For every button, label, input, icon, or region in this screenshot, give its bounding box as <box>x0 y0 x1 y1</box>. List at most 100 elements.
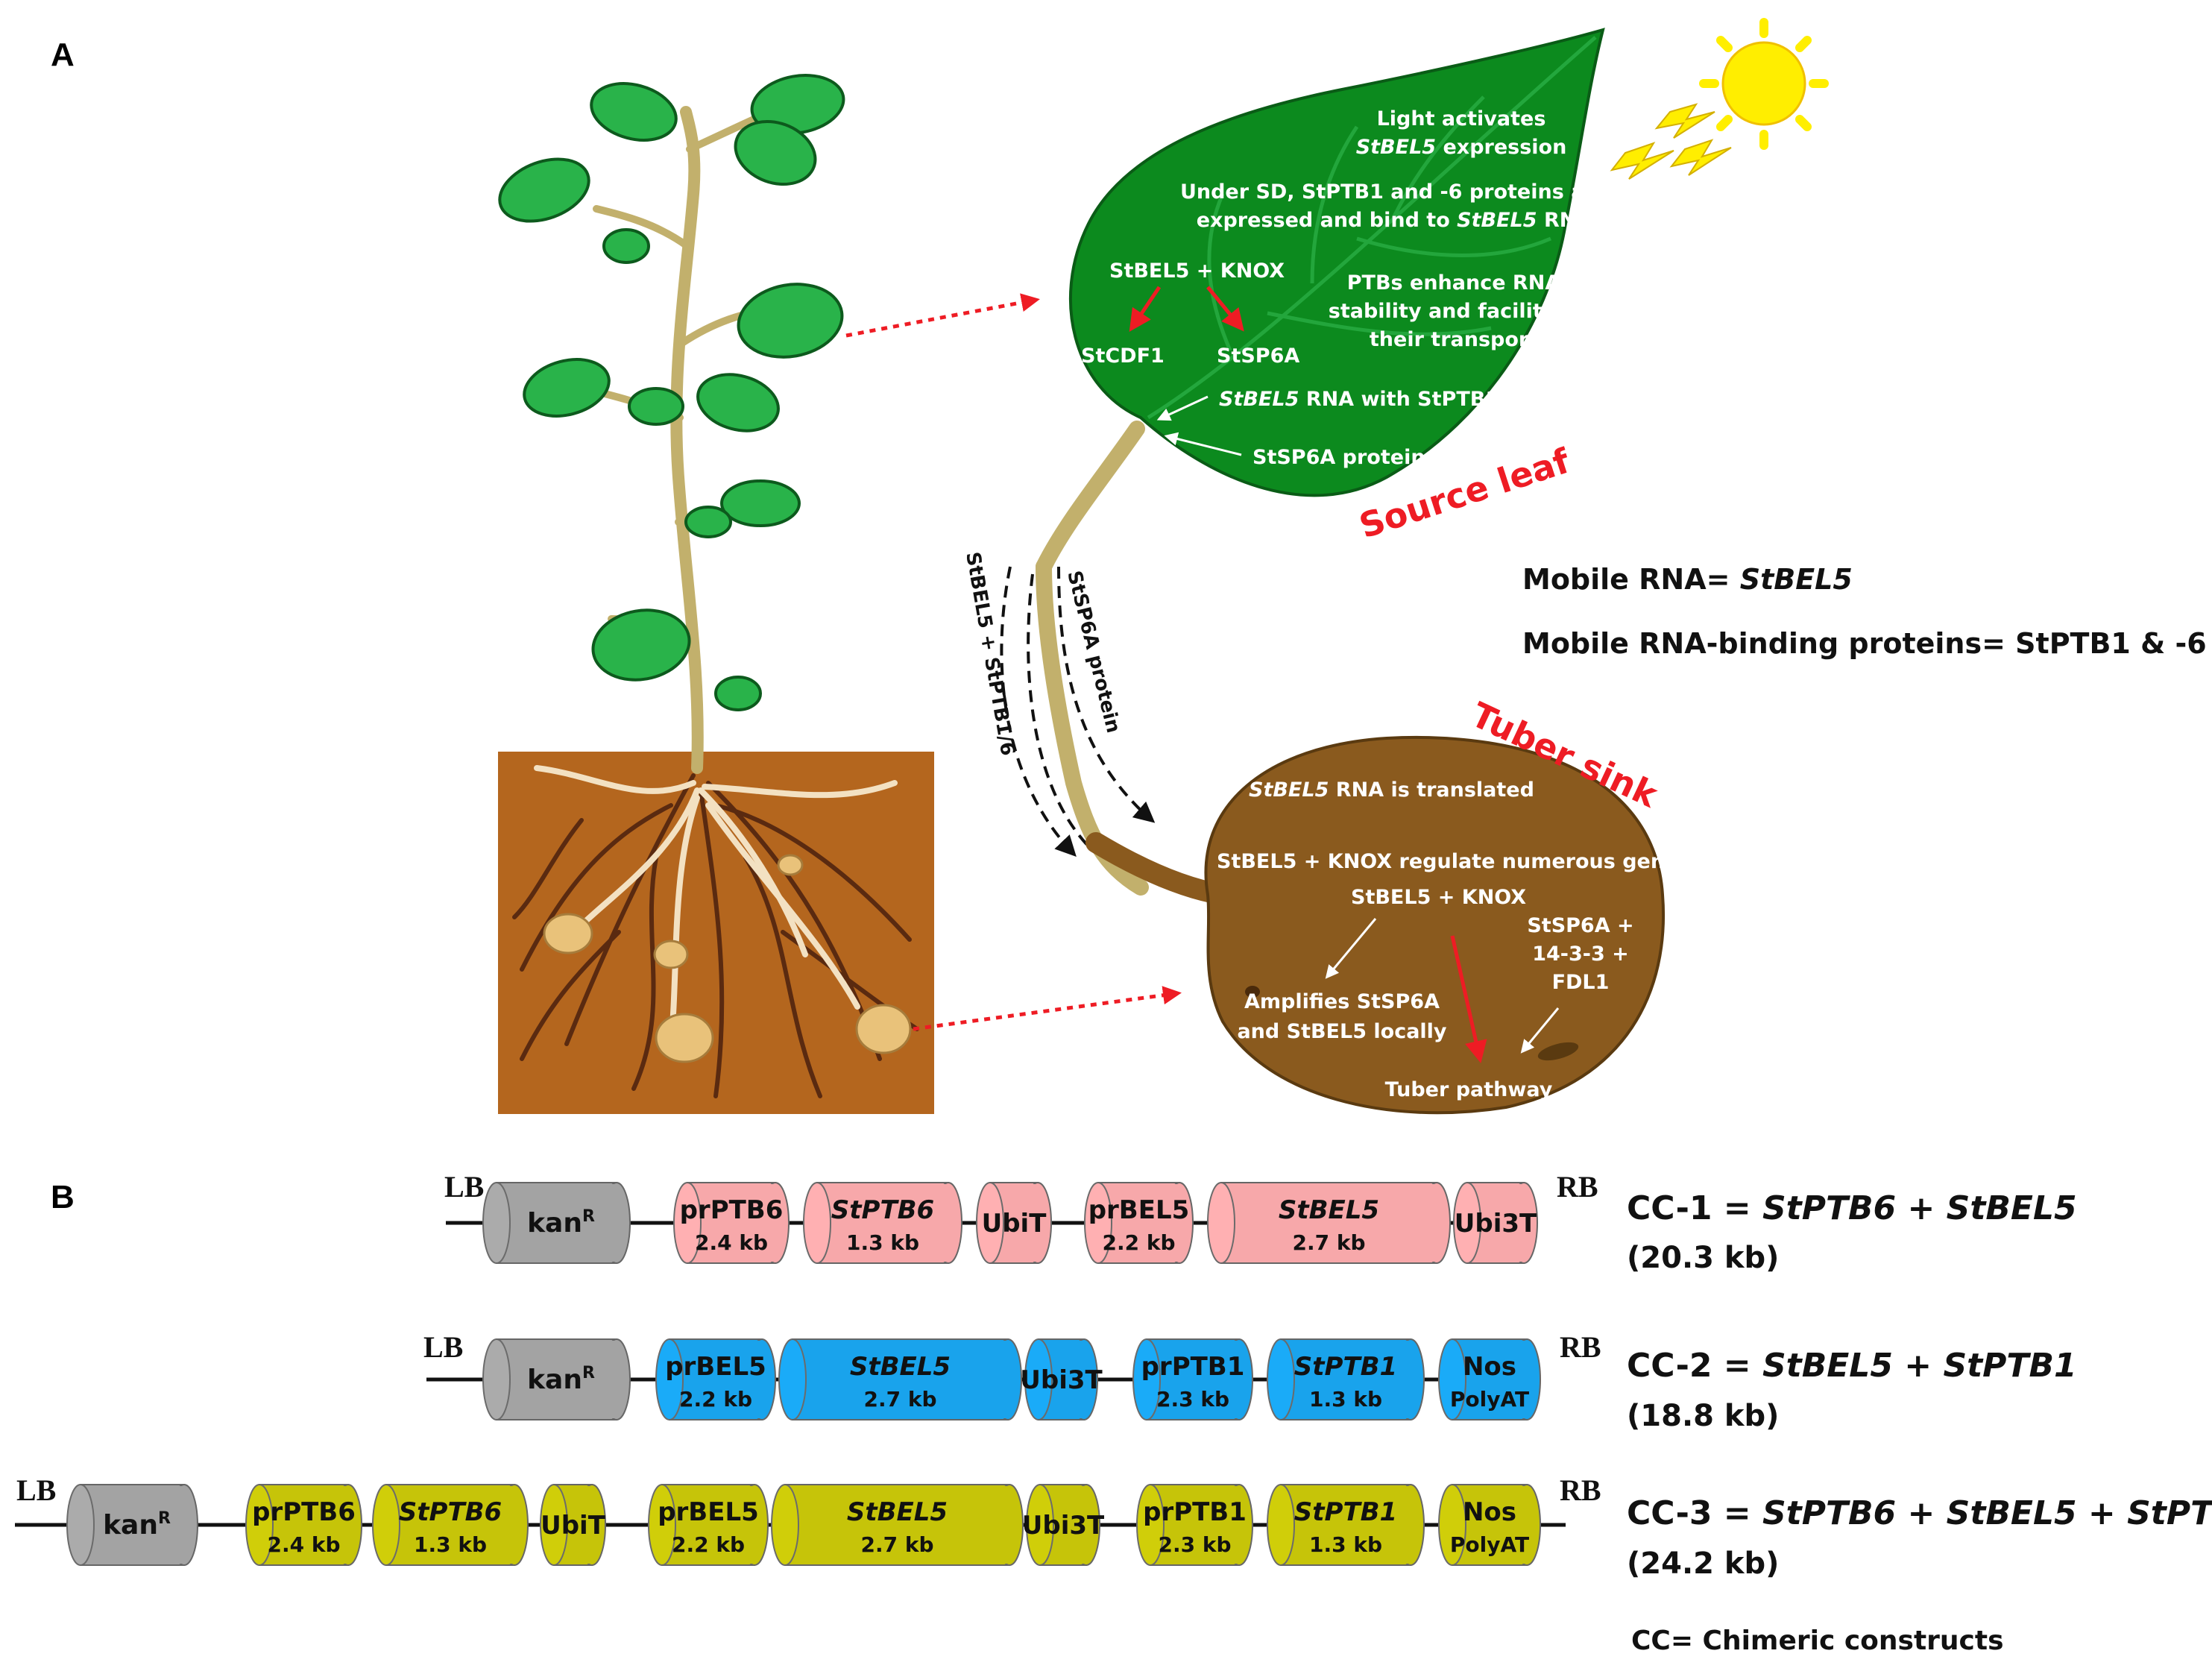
light-bolt-icons <box>1610 103 1732 180</box>
construct-cc-3: LB RB kanR prPTB6 2.4 kb StPTB6 1.3 kb UbiT prBE… <box>15 1473 2212 1581</box>
kan-label: kanR <box>527 1207 595 1239</box>
construct-size: (18.8 kb) <box>1627 1399 1779 1433</box>
segment-name: Ubi3T <box>1022 1511 1105 1541</box>
leaf-text-rna-with-ptb: StBEL5 RNA with StPTB1/6 <box>1219 388 1521 411</box>
tuber-text-amplifies-1: Amplifies StSP6A <box>1244 990 1440 1013</box>
kan-resistance-segment: kanR <box>482 1182 631 1264</box>
segment-name: prPTB6 <box>252 1497 356 1527</box>
segment-size: 1.3 kb <box>846 1230 919 1255</box>
kan-label: kanR <box>103 1509 171 1541</box>
segment-name: Ubi3T <box>1020 1365 1103 1395</box>
segment-name: prBEL5 <box>1088 1195 1190 1225</box>
segment-name: prPTB1 <box>1141 1352 1245 1382</box>
segment-size: PolyAT <box>1450 1532 1529 1557</box>
construct-size: (20.3 kb) <box>1627 1241 1779 1275</box>
segment-name: StPTB1 <box>1294 1497 1397 1527</box>
leaf-veins <box>1147 36 1597 420</box>
segment-prbel5: prBEL5 2.2 kb <box>1084 1182 1194 1264</box>
construct-title: CC-3 = StPTB6 + StBEL5 + StPTB1 <box>1627 1494 2212 1532</box>
leaf-node-stbel5-knox: StBEL5 + KNOX <box>1109 259 1285 283</box>
mobile-proteins-label: Mobile RNA-binding proteins= StPTB1 & -6 <box>1522 627 2207 660</box>
construct-title: CC-1 = StPTB6 + StBEL5 <box>1627 1189 2077 1227</box>
light-roots <box>534 765 898 1047</box>
right-border-label: RB <box>1560 1330 1601 1364</box>
potato-plant-illustration <box>498 74 934 1114</box>
segment-size: 2.7 kb <box>863 1387 936 1412</box>
small-tubers <box>543 854 912 1063</box>
leaf-node-stcdf1: StCDF1 <box>1081 344 1165 368</box>
segment-name: StPTB1 <box>1294 1352 1397 1382</box>
tuber-arrow-amplifies <box>1325 918 1377 979</box>
segment-ubi3t: Ubi3T <box>1022 1484 1105 1566</box>
leaf-text-ptbs-1: PTBs enhance RNA <box>1347 271 1561 295</box>
segment-size: 2.3 kb <box>1158 1532 1231 1557</box>
segment-size: 2.4 kb <box>695 1230 768 1255</box>
constructs-panel: LB RB kanR prPTB6 2.4 kb StPTB6 1.3 kb UbiT prBE… <box>15 1170 2212 1581</box>
left-border-label: LB <box>444 1170 484 1204</box>
segment-size: 1.3 kb <box>414 1532 487 1557</box>
tuber-text-amplifies-2: and StBEL5 locally <box>1237 1020 1446 1043</box>
kan-resistance-segment: kanR <box>482 1338 631 1420</box>
tuber-arrow-sp6a <box>1520 1007 1560 1054</box>
transport-dashed-right <box>1057 566 1156 823</box>
leaf-arrow-protein <box>1164 432 1242 456</box>
segment-ubit: UbiT <box>540 1484 606 1566</box>
segment-name: StBEL5 <box>850 1352 951 1382</box>
right-border-label: RB <box>1560 1473 1601 1507</box>
segment-size: 2.2 kb <box>679 1387 752 1412</box>
segment-name: Nos <box>1463 1352 1516 1382</box>
plant-leaves <box>498 74 845 711</box>
main-stem <box>670 106 704 774</box>
construct-title: CC-2 = StBEL5 + StPTB1 <box>1627 1347 2077 1385</box>
tuber-text-regulate: StBEL5 + KNOX regulate numerous genes <box>1217 850 1690 873</box>
leaf-node-stsp6a: StSP6A <box>1217 344 1299 368</box>
segment-name: prBEL5 <box>658 1497 759 1527</box>
segment-name: StPTB6 <box>399 1497 502 1527</box>
tuber-text-sp6a-3: FDL1 <box>1552 971 1610 994</box>
stem-label-stsp6a-protein: StSP6A protein <box>1062 568 1124 735</box>
segment-ubi3t: Ubi3T <box>1453 1182 1538 1264</box>
segment-size: 2.7 kb <box>860 1532 933 1557</box>
leaf-text-under-sd: Under SD, StPTB1 and -6 proteins are <box>1180 180 1608 204</box>
segment-ubi3t: Ubi3T <box>1020 1338 1103 1420</box>
source-leaf: Light activates StBEL5 expression Under … <box>1036 28 1608 575</box>
segment-name: Nos <box>1463 1497 1516 1527</box>
panel-label-a: A <box>51 37 75 73</box>
segment-name: Ubi3T <box>1455 1209 1537 1239</box>
tuber-zoom-arrow <box>913 986 1182 1031</box>
leaf-text-stsp6a-protein: StSP6A protein <box>1252 446 1425 469</box>
tuber-sink: StBEL5 RNA is translated StBEL5 + KNOX r… <box>1085 735 1690 1115</box>
leaf-text-ptbs-3: their transport <box>1370 328 1538 351</box>
tuber-text-pathway: Tuber pathway <box>1385 1078 1553 1101</box>
segment-size: 2.3 kb <box>1156 1387 1229 1412</box>
segment-name: prPTB1 <box>1143 1497 1247 1527</box>
transport-dashed-left-2 <box>1027 573 1090 848</box>
segment-name: UbiT <box>982 1209 1047 1239</box>
leaf-text-light-activates: Light activates <box>1377 107 1546 130</box>
right-border-label: RB <box>1557 1170 1598 1204</box>
tuber-text-translated: StBEL5 RNA is translated <box>1249 778 1534 802</box>
leaf-arrow-rna <box>1156 395 1209 421</box>
segment-ubit: UbiT <box>976 1182 1052 1264</box>
segment-stptb6: StPTB6 1.3 kb <box>372 1484 529 1566</box>
tuber-text-sp6a-2: 14-3-3 + <box>1532 943 1629 966</box>
panel-label-b: B <box>51 1179 75 1215</box>
left-border-label: LB <box>16 1473 56 1507</box>
kan-resistance-segment: kanR <box>66 1484 198 1566</box>
segment-name: StBEL5 <box>1279 1195 1379 1225</box>
segment-size: 2.2 kb <box>1102 1230 1175 1255</box>
sun-icon <box>1699 18 1829 150</box>
segment-stbel5: StBEL5 2.7 kb <box>778 1338 1022 1420</box>
segment-size: 2.4 kb <box>267 1532 340 1557</box>
segment-name: UbiT <box>541 1511 606 1541</box>
